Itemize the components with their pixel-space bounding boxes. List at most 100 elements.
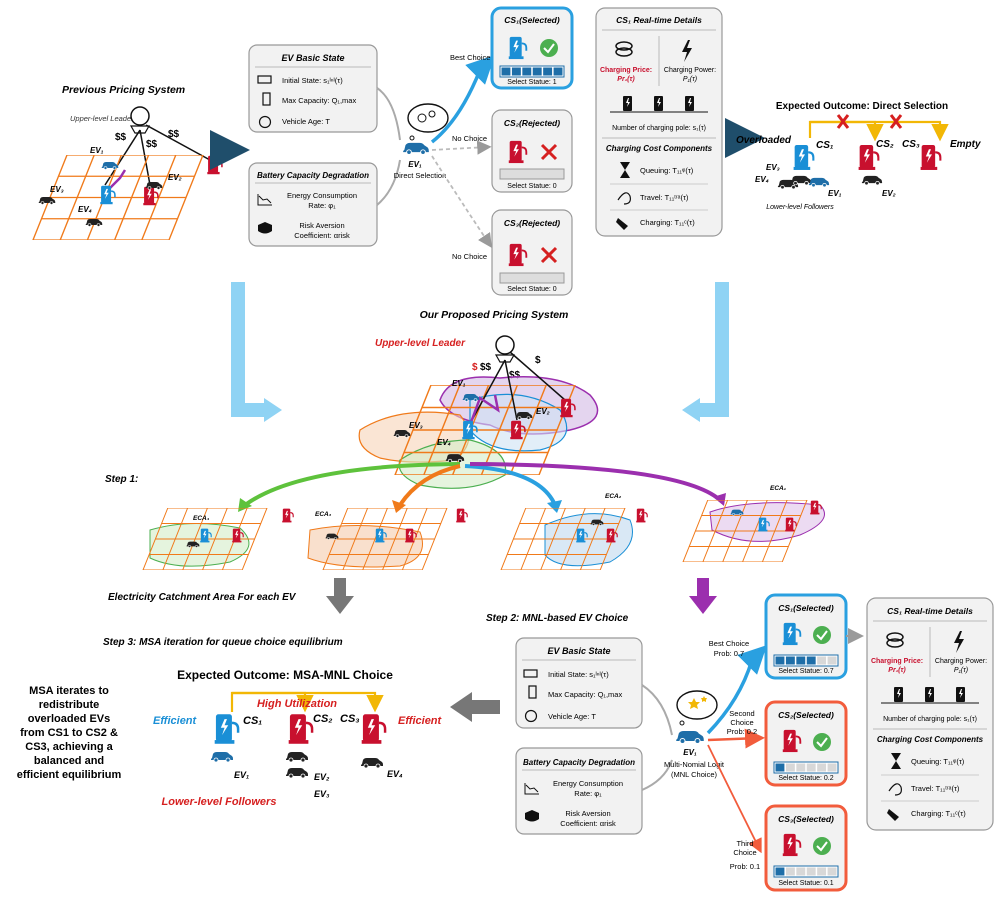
queuing-top: Queuing: T₁₁ᵠ(τ) <box>640 166 694 175</box>
shield-icon <box>258 222 272 234</box>
flow-arrow-left <box>231 282 265 417</box>
catchment-label: Electricity Catchment Area For each EV <box>108 592 297 603</box>
mnl-ev1-car-icon <box>675 730 705 744</box>
eca1-arrow <box>469 462 722 502</box>
ev1-center-car-icon <box>402 142 430 155</box>
msa-ev2-car <box>285 751 309 762</box>
mid-route-line <box>468 394 500 426</box>
msa-line: efficient equilibrium <box>17 769 122 781</box>
expected-followers-label: Lower-level Followers <box>766 204 834 211</box>
status-bar-segment <box>796 656 806 665</box>
mnl-cs2-status-bar <box>773 761 839 774</box>
charging-bottom: Charging: T₁₁ᶜ(τ) <box>911 809 966 818</box>
ev-state-capacity: Max Capacity: Q₁,max <box>282 96 356 105</box>
ev2-label: EV₂ <box>168 173 182 182</box>
expected-cs3-icon <box>920 144 942 171</box>
cost-title-bottom: Charging Cost Components <box>877 735 984 744</box>
cs2-rejected-card: CS₂(Rejected) Select Statue: 0 <box>491 109 573 193</box>
cs1-selected-card: CS₁(Selected) Select Statue: 1 <box>490 6 574 90</box>
ev3-label: EV₃ <box>50 185 64 194</box>
expected-ev4-label: EV₄ <box>755 175 769 184</box>
msa-cs3-label: CS₃ <box>340 713 360 725</box>
status-bar-segment <box>817 763 827 772</box>
overloaded-label: Overloaded <box>736 135 792 146</box>
msa-redistribution-arrows <box>230 691 384 713</box>
eca3-arrow <box>398 464 461 507</box>
no-choice-arrow-1 <box>431 140 492 155</box>
mnl-second-prob: Prob: 0.2 <box>727 727 757 736</box>
status-bar-segment <box>796 867 806 876</box>
direct-selection-label: Direct Selection <box>394 171 447 180</box>
status-bar-segment <box>785 656 795 665</box>
mnl-cs1-card: CS₁(Selected) Select Statue: 0.7 <box>764 593 848 680</box>
mnl-cs1-title: CS₁(Selected) <box>778 603 834 613</box>
queuing-bottom: Queuing: T₁₁ᵠ(τ) <box>911 757 965 766</box>
bottom-state-connector <box>641 684 673 736</box>
mnl-label: Multi-Nomial Logit <box>664 760 725 769</box>
efficient-right-label: Efficient <box>398 715 443 727</box>
cs1-card-title: CS₁(Selected) <box>504 15 560 25</box>
ev4-label: EV₄ <box>78 205 92 214</box>
mnl-cs2-status: Select Statue: 0.2 <box>778 775 833 782</box>
details-title-top: CS₁ Real-time Details <box>616 15 702 25</box>
ev-state-title: EV Basic State <box>281 53 344 63</box>
eca4-label: ECA₄ <box>193 515 210 522</box>
msa-line: CS3, achieving a <box>25 741 113 753</box>
cross-icon <box>540 143 558 161</box>
cs1-status-bar <box>499 65 565 78</box>
mid-dollars-c: $ <box>535 355 541 366</box>
mnl-cloud-icon <box>676 690 718 726</box>
cs3-rejected-card: CS₃(Rejected) Select Statue: 0 <box>491 209 573 296</box>
msa-ev4-label: EV₄ <box>387 769 403 779</box>
bottom-ev-state-initial: Initial State: s₁ᴵⁿᴵ(τ) <box>548 670 609 679</box>
battery-connector <box>376 159 401 206</box>
bottom-battery-rate-label: Energy Consumption <box>553 779 623 788</box>
bottom-ev-state-age: Vehicle Age: Τ <box>548 712 596 721</box>
ev4-car-icon <box>85 218 103 227</box>
empty-label: Empty <box>950 139 981 150</box>
battery-title: Battery Capacity Degradation <box>257 171 369 180</box>
status-bar-segment <box>543 67 553 76</box>
mnl-cs1-status-bar <box>773 654 839 667</box>
redistribution-arrows <box>808 120 949 142</box>
eca3-map: ECA₃ <box>307 508 468 570</box>
mid-ev4-label: EV₄ <box>437 438 451 447</box>
price-dollars-a: $$ <box>115 132 127 143</box>
msa-line: redistribute <box>39 699 100 711</box>
mid-ev3-label: EV₃ <box>409 421 423 430</box>
eca2-arrow <box>464 464 557 506</box>
battery-icon <box>257 75 272 84</box>
status-bar-segment <box>796 763 806 772</box>
lightning-icon <box>682 40 692 62</box>
clock-icon <box>524 709 538 723</box>
status-bar-segment <box>775 867 785 876</box>
step2-label: Step 2: MNL-based EV Choice <box>486 613 629 624</box>
status-bar-track <box>499 65 565 78</box>
status-bar-segment <box>501 67 511 76</box>
power-label-top: Charging Power: <box>664 67 716 74</box>
third-choice-mnl-arrow <box>707 744 762 854</box>
expected-cs3-label: CS₃ <box>902 139 920 150</box>
status-bar-segment <box>522 67 532 76</box>
clock-icon <box>258 115 272 129</box>
efficient-left-label: Efficient <box>153 715 198 727</box>
power-value-top: P₁(τ) <box>683 76 697 83</box>
battery-risk-label: Risk Aversion <box>299 221 344 230</box>
battery-full-icon <box>262 92 271 106</box>
mnl-cs3-title: CS₃(Selected) <box>778 814 834 824</box>
msa-ev2-label: EV₂ <box>314 772 330 782</box>
status-bar-track <box>773 865 839 878</box>
leader-head-icon <box>129 106 151 134</box>
price-dollars-b: $$ <box>146 139 158 150</box>
price-value-top: Pr₁(τ) <box>617 76 635 83</box>
status-bar-segment <box>817 867 827 876</box>
high-utilization-label: High Utilization <box>257 698 337 710</box>
best-choice-mnl-arrow <box>706 645 767 735</box>
expected-cs2-label: CS₂ <box>876 139 894 150</box>
msa-ev4-car <box>360 757 384 768</box>
plug-icon <box>616 218 628 230</box>
expected-ev1-label: EV₁ <box>828 189 842 198</box>
no-choice-label-1: No Choice <box>452 134 487 143</box>
check-icon <box>813 626 831 644</box>
